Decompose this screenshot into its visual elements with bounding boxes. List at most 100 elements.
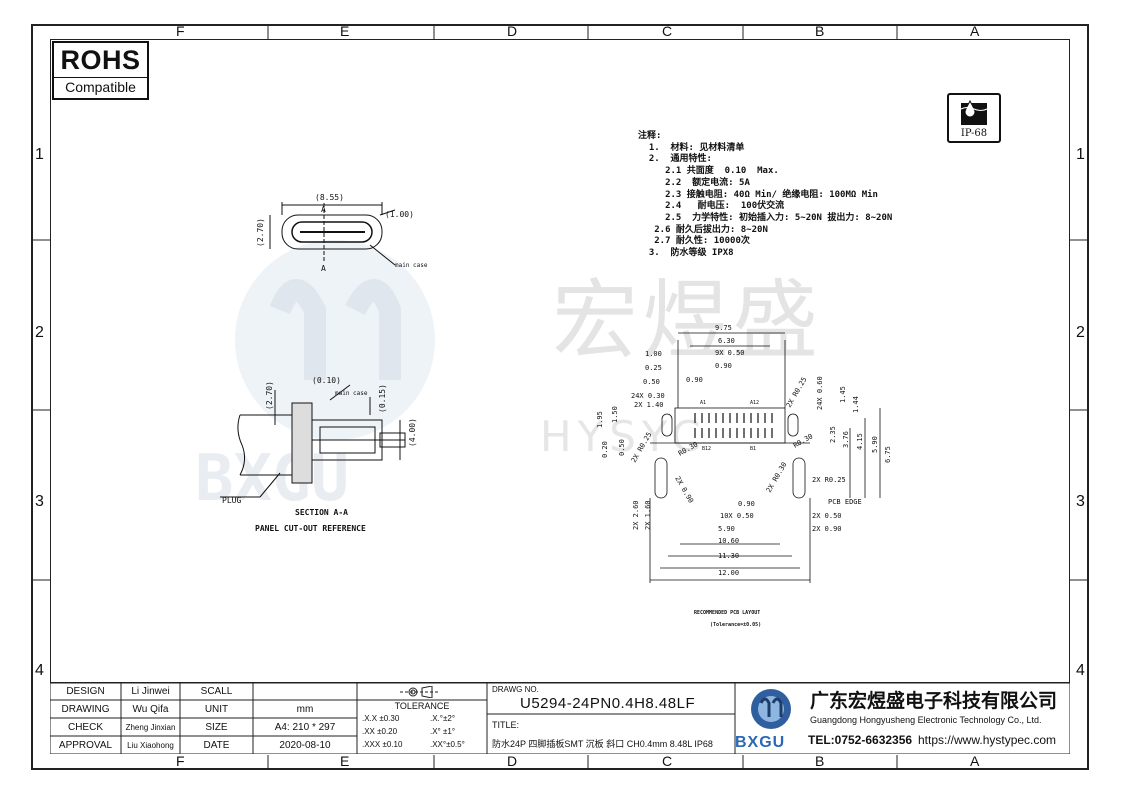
pcb-dim: 2X 1.40: [634, 401, 664, 409]
ip68-label: IP-68: [960, 128, 988, 139]
zone-row-1-right: 1: [1076, 146, 1085, 163]
zone-row-3-left: 3: [35, 493, 44, 510]
pcb-dim: 5.90: [718, 525, 735, 533]
zone-row-4-left: 4: [35, 662, 44, 679]
zone-col-c-bottom: C: [662, 753, 673, 769]
pin-label: A12: [750, 400, 759, 406]
note-line: 1. 材料: 见材料清单: [638, 142, 745, 153]
date-label: DATE: [203, 739, 230, 751]
note-line: 2.2 额定电流: 5A: [638, 177, 750, 188]
watermark-cn: 宏煜盛: [552, 271, 822, 371]
date-value: 2020-08-10: [279, 739, 331, 751]
dim-section-top: (0.10): [312, 376, 341, 385]
zone-col-d-bottom: D: [507, 753, 518, 769]
note-line: 注释:: [638, 131, 662, 141]
pcb-dim: 2X 0.90: [812, 525, 842, 533]
projection-symbol-icon: [400, 686, 440, 698]
dim-section-height: (4.00): [408, 418, 417, 447]
tolerance-label: TOLERANCE: [394, 701, 450, 711]
zone-col-b-bottom: B: [815, 753, 825, 769]
pcb-dim: 1.95: [596, 411, 604, 428]
zone-col-a-bottom: A: [970, 753, 980, 769]
outer-frame: [31, 24, 1089, 770]
pcb-dim: 10X 0.50: [720, 512, 754, 520]
section-title: SECTION A-A: [295, 508, 348, 517]
zone-col-b-top: B: [815, 23, 825, 39]
rohs-title: ROHS: [60, 45, 141, 75]
drawing-name: Wu Qifa: [132, 703, 169, 715]
unit-value: mm: [296, 703, 314, 715]
company-logo-icon: [751, 689, 791, 729]
pcb-dim: 4.15: [856, 433, 864, 450]
brand-name: BXGU: [735, 734, 786, 751]
check-name: Zheng Jinxian: [125, 722, 176, 732]
pcb-dim: 0.90: [686, 376, 703, 384]
note-line: 3. 防水等级 IPX8: [638, 248, 734, 259]
unit-label: UNIT: [204, 703, 229, 715]
pcb-dim: 2X 0.50: [812, 512, 842, 520]
company-name-cn: 广东宏煜盛电子科技有限公司: [810, 691, 1058, 712]
zone-row-3-right: 3: [1076, 493, 1085, 510]
pcb-dim: 0.90: [738, 500, 755, 508]
note-line: 2.6 耐久后拔出力: 8~20N: [638, 224, 768, 235]
dim-radius: (1.00): [385, 210, 414, 219]
pcb-dim: 24X 0.30: [631, 392, 665, 400]
dim-section-right: (0.15): [378, 384, 387, 413]
pcb-dim: 2X 1.60: [644, 500, 652, 530]
pcb-dim: 5.90: [871, 436, 879, 453]
connector-drawings: (8.55) (2.70) (1.00) A A main case (0.10…: [220, 193, 428, 533]
pin-label: A1: [700, 400, 706, 406]
pcb-dim: 2X R0.25: [785, 376, 809, 409]
water-drop-icon: [960, 99, 988, 125]
title-block: DESIGN Li Jinwei SCALL DRAWING Wu Qifa U…: [50, 683, 1070, 754]
pcb-dim: 2X 0.90: [673, 475, 695, 505]
note-line: 2.4 耐电压: 100伏交流: [638, 201, 785, 212]
pcb-dim: 2X R0.30: [765, 461, 789, 494]
pcb-dim: 2.35: [829, 426, 837, 443]
drawing-number-label: DRAWG NO.: [492, 685, 539, 694]
pcb-dim: 1.45: [839, 386, 847, 403]
company-name-en: Guangdong Hongyusheng Electronic Technol…: [810, 715, 1042, 725]
pcb-dim: R0.30: [792, 432, 814, 449]
zone-col-f-bottom: F: [176, 753, 185, 769]
rohs-badge: ROHS Compatible: [52, 41, 149, 100]
zone-row-2-left: 2: [35, 324, 44, 341]
pcb-dim: 9X 0.50: [715, 349, 745, 357]
dim-section-left: (2.70): [265, 381, 274, 410]
zone-col-e-top: E: [340, 23, 350, 39]
pcb-dim: 24X 0.60: [816, 376, 824, 410]
design-label: DESIGN: [66, 686, 105, 697]
check-label: CHECK: [67, 721, 103, 733]
pcb-dim: 1.50: [611, 406, 619, 423]
title-label: TITLE:: [492, 720, 520, 730]
pcb-dim: 2X R0.25: [812, 476, 846, 484]
note-line: 2.1 共面度 0.10 Max.: [638, 166, 779, 177]
zone-col-e-bottom: E: [340, 753, 350, 769]
technical-notes: 注释: 1. 材料: 见材料清单 2. 通用特性: 2.1 共面度 0.10 M…: [638, 131, 892, 260]
pcb-tolerance: (Tolerance=±0.05): [710, 622, 761, 628]
zone-row-1-left: 1: [35, 146, 44, 163]
pcb-dim: 0.50: [643, 378, 660, 386]
pcb-dim: 2X R0.25: [630, 431, 654, 464]
title-block-grid: [50, 683, 1070, 754]
zone-row-2-right: 2: [1076, 324, 1085, 341]
approval-label: APPROVAL: [58, 739, 113, 751]
tolerance-angular-3: .XX°±0.5°: [430, 740, 465, 749]
zone-col-f-top: F: [176, 23, 185, 39]
section-marker-bottom: A: [321, 264, 326, 273]
pcb-dim: 6.30: [718, 337, 735, 345]
drawing-title: 防水24P 四脚插板SMT 沉板 斜口 CH0.4mm 8.48L IP68: [492, 739, 713, 749]
watermark-en: HYSYC: [540, 412, 707, 461]
tolerance-angular-1: .X.°±2°: [430, 714, 456, 723]
pcb-dim: 6.75: [884, 446, 892, 463]
pcb-edge-label: PCB EDGE: [828, 498, 862, 506]
note-line: 2.7 耐久性: 10000次: [638, 236, 750, 247]
zone-row-4-right: 4: [1076, 662, 1085, 679]
plug-label: PLUG: [222, 496, 241, 505]
pcb-dim: 3.76: [842, 431, 850, 448]
pcb-dim: 0.25: [645, 364, 662, 372]
scale-label: SCALL: [200, 686, 233, 697]
pin-label: B12: [702, 446, 711, 452]
pcb-dim: 12.00: [718, 569, 739, 577]
